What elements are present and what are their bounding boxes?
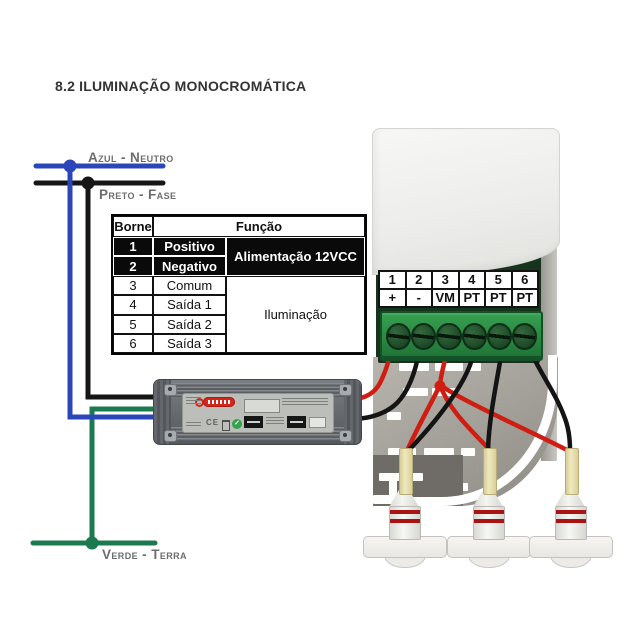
terminal-number-2: 2 [404, 270, 433, 290]
light-body [389, 506, 421, 540]
driver-label: CE ✓ [182, 393, 334, 433]
driver-end-cap-left [154, 380, 171, 444]
light-conduit [483, 448, 497, 495]
table-group-lighting: Iluminação [226, 275, 365, 354]
terminal-label-plus: + [378, 288, 407, 308]
junction-ground [85, 536, 99, 550]
label-neutral-wire: Azul - Neutro [88, 150, 174, 165]
table-row: Negativo [153, 256, 226, 276]
spec-box [287, 416, 306, 428]
terminal-number-3: 3 [431, 270, 460, 290]
terminal-label-vm: VM [431, 288, 460, 308]
pool-light-1 [363, 447, 447, 569]
led-driver: CE ✓ [153, 379, 362, 445]
junction-neutral [63, 159, 77, 173]
wire-dc-negative [349, 347, 422, 422]
table-row: Comum [153, 275, 226, 296]
terminal-screw-1 [386, 322, 412, 350]
terminal-label-row: + - VM PT PT PT [378, 288, 539, 308]
wire-neutral-blue [33, 163, 179, 420]
junction-vm [434, 380, 446, 392]
table-row: Saída 3 [153, 333, 226, 354]
page-title: 8.2 ILUMINAÇÃO MONOCROMÁTICA [55, 78, 307, 94]
wire-phase-black [33, 180, 179, 400]
terminal-number-row: 1 2 3 4 5 6 [378, 270, 539, 290]
terminal-screw-3 [436, 322, 462, 350]
terminal-label-pt1: PT [457, 288, 486, 308]
table-header-borne: Borne [113, 216, 153, 237]
table-row: 3 [113, 275, 153, 296]
driver-end-cap-right [344, 380, 361, 444]
ce-mark: CE [206, 418, 220, 427]
terminal-number-6: 6 [510, 270, 539, 290]
terminal-screw-6 [511, 322, 538, 350]
function-table: Borne Função 1 Positivo Alimentação 12VC… [111, 214, 367, 356]
junction-phase [81, 176, 95, 190]
pool-light-3 [529, 447, 613, 569]
light-body [473, 506, 505, 540]
label-ground-wire: Verde - Terra [102, 547, 187, 562]
wire-vm-branch-2 [437, 382, 492, 452]
mounting-ear [339, 430, 352, 442]
table-row: Saída 2 [153, 314, 226, 334]
table-row: 6 [113, 333, 153, 354]
wire-pt-2 [485, 347, 505, 453]
terminal-screw-5 [486, 322, 512, 350]
terminal-label-minus: - [404, 288, 433, 308]
terminal-block [380, 311, 543, 361]
table-row: 4 [113, 295, 153, 315]
mounting-ear [164, 384, 177, 396]
light-conduit [399, 448, 413, 495]
light-body [555, 506, 587, 540]
terminal-label-pt3: PT [510, 288, 539, 308]
brand-logo-icon [203, 397, 235, 407]
terminal-label-pt2: PT [484, 288, 513, 308]
wire-pt-3 [527, 347, 573, 453]
table-row: 1 [113, 237, 153, 257]
terminal-screw-4 [461, 322, 487, 350]
table-group-power: Alimentação 12VCC [226, 237, 365, 276]
spec-box [309, 417, 326, 428]
table-header-funcao: Função [153, 216, 365, 237]
weee-icon [222, 420, 230, 431]
mounting-ear [339, 384, 352, 396]
table-row: Saída 1 [153, 295, 226, 315]
command-box-cover [372, 128, 560, 275]
table-row: 2 [113, 256, 153, 276]
terminal-screw-2 [411, 322, 437, 350]
mounting-ear [164, 430, 177, 442]
table-row: Positivo [153, 237, 226, 257]
model-box [244, 399, 280, 413]
terminal-number-1: 1 [378, 270, 407, 290]
label-phase-wire: Preto - Fase [99, 187, 177, 202]
wire-vm-branch-3 [437, 382, 570, 453]
table-row: 5 [113, 314, 153, 334]
pool-light-2 [447, 447, 531, 569]
light-conduit [565, 448, 579, 495]
terminal-number-5: 5 [484, 270, 513, 290]
spec-box [244, 416, 263, 428]
terminal-number-4: 4 [457, 270, 486, 290]
check-icon: ✓ [232, 419, 242, 429]
